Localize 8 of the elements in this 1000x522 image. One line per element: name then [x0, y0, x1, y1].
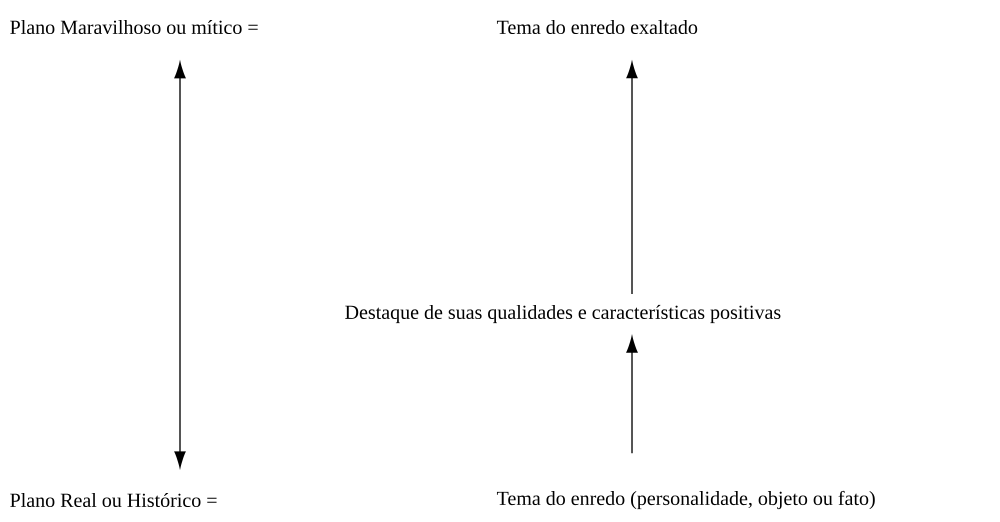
text-label: Plano Maravilhoso ou mítico =	[10, 20, 258, 34]
arrow	[626, 336, 638, 454]
text-label: Tema do enredo (personalidade, objeto ou fato)	[496, 490, 875, 510]
arrow	[174, 62, 186, 468]
text-label: Tema do enredo exaltado	[496, 20, 698, 34]
text-label: Destaque de suas qualidades e características positivas	[345, 304, 780, 324]
text-label: Plano Real ou Histórico =	[10, 492, 217, 508]
arrow	[626, 62, 638, 294]
